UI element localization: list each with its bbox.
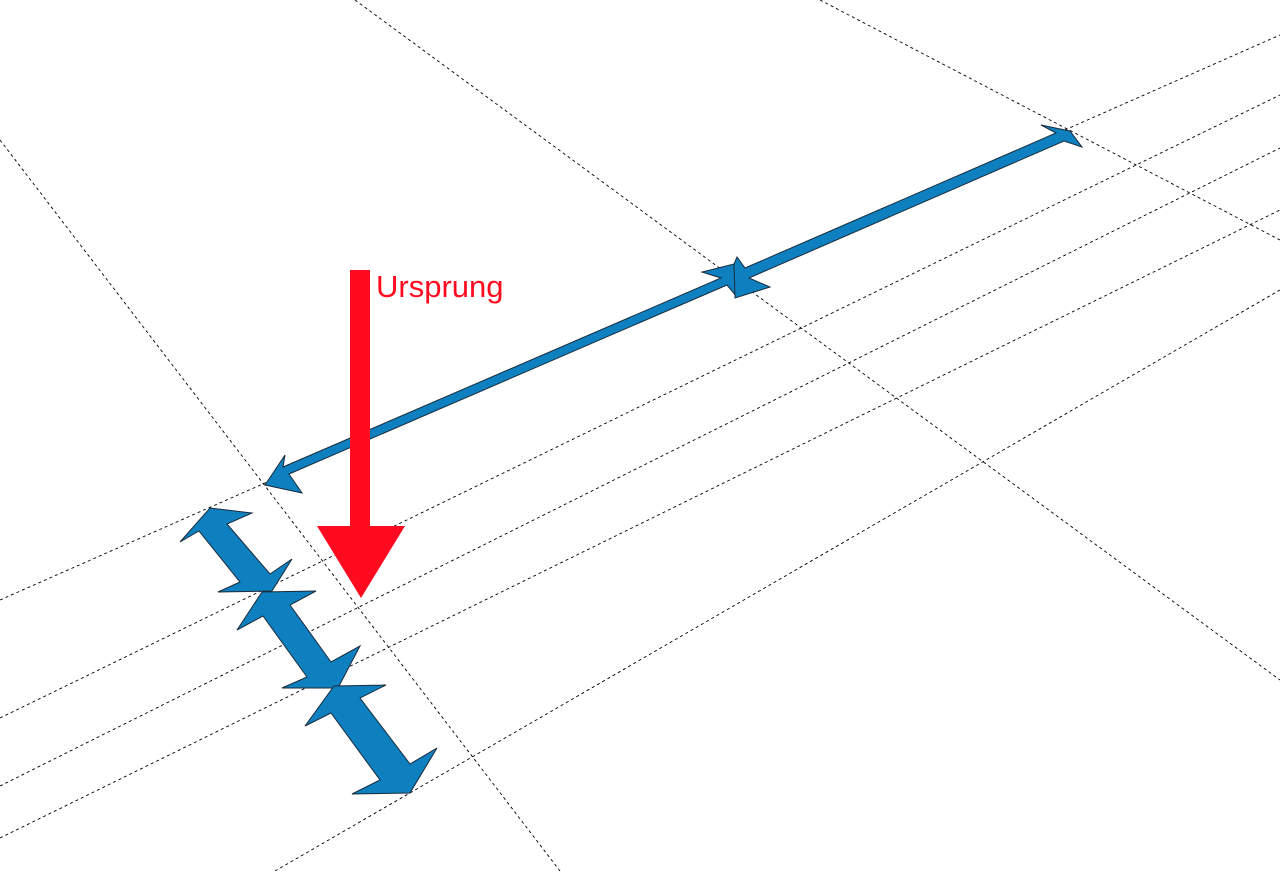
grid-line-right-5 (274, 289, 1280, 871)
grid-line-down-1 (0, 139, 561, 871)
short-axis-arrow-segment-3 (304, 684, 438, 795)
grid-line-right-4 (0, 209, 1280, 839)
long-axis-arrow-segment-2 (733, 124, 1084, 299)
short-axis-arrow-segment-2 (236, 590, 362, 689)
grid-line-down-3 (819, 0, 1280, 241)
short-axis-arrow-segment-1 (179, 507, 293, 593)
down-arrow-icon (317, 270, 405, 598)
grid-line-right-2 (0, 94, 1280, 719)
grid-line-right-3 (0, 147, 1280, 787)
origin-label: Ursprung (376, 269, 504, 304)
grid-line-down-2 (354, 0, 1280, 681)
origin-marker: Ursprung (317, 269, 504, 598)
